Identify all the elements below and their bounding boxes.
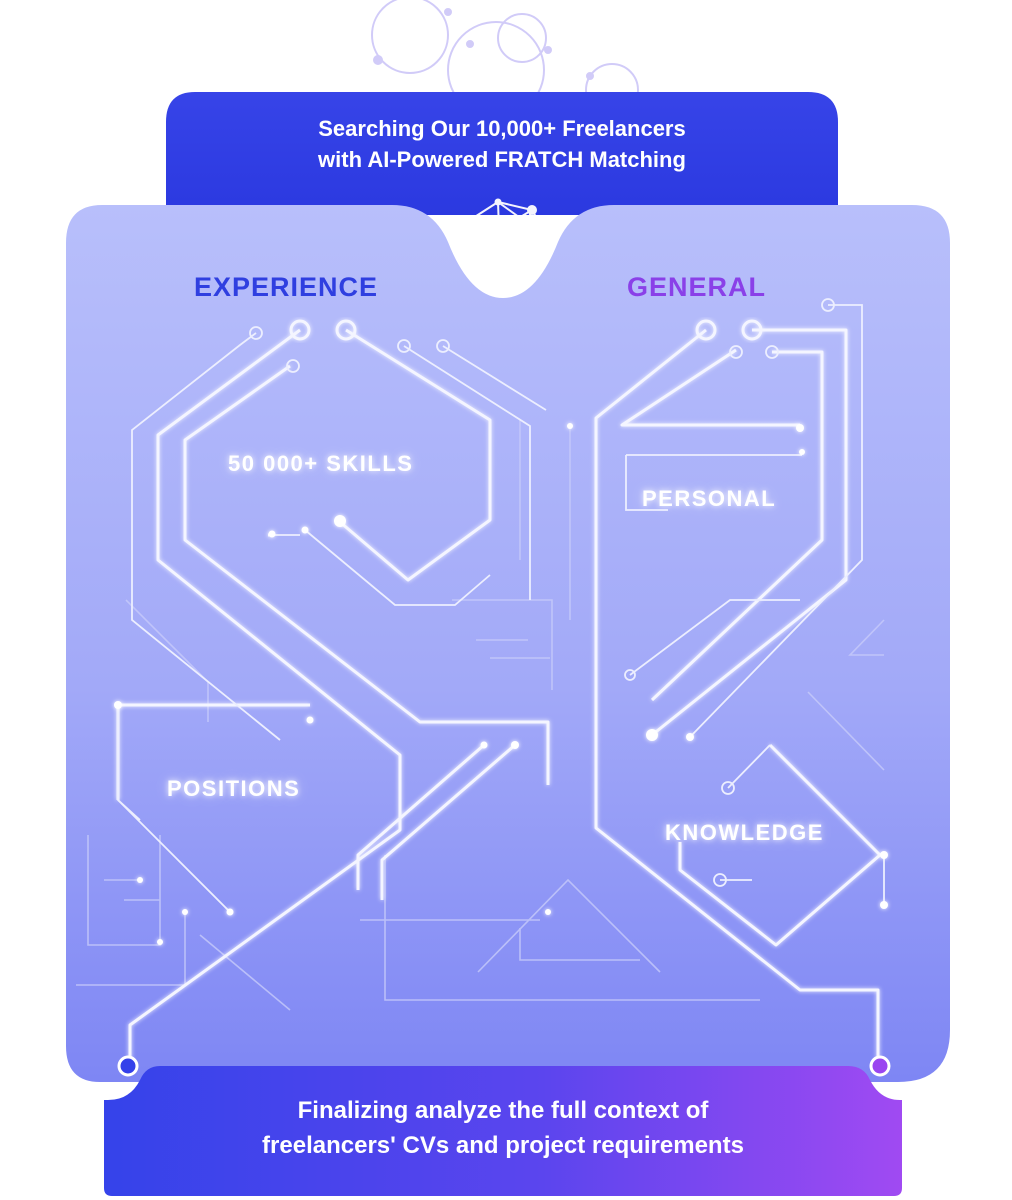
left-connector-dot — [117, 1055, 139, 1077]
circuit-traces — [116, 328, 882, 1066]
node-knowledge: KNOWLEDGE — [665, 820, 824, 845]
bottom-banner-line2: freelancers' CVs and project requirement… — [262, 1131, 744, 1159]
top-banner-shape — [166, 92, 838, 215]
top-banner-line2: with AI-Powered FRATCH Matching — [318, 146, 686, 172]
dot-nodes — [114, 423, 888, 945]
node-personal: PERSONAL — [642, 486, 777, 511]
bottom-banner-shape — [104, 1066, 902, 1196]
right-connector-dot — [869, 1055, 891, 1077]
faint-traces — [76, 420, 885, 1011]
ring-nodes — [289, 319, 763, 341]
ai-network-icon — [466, 198, 551, 262]
top-banner-line1: Searching Our 10,000+ Freelancers — [318, 116, 686, 141]
node-positions: POSITIONS — [167, 776, 301, 801]
category-experience: EXPERIENCE — [194, 272, 379, 302]
main-panel — [66, 205, 950, 1082]
top-banner-text: Searching Our 10,000+ Freelancers with A… — [166, 114, 838, 176]
bottom-banner-text: Finalizing analyze the full context of f… — [104, 1094, 902, 1164]
node-skills: 50 000+ SKILLS — [228, 451, 414, 476]
thin-traces — [117, 304, 885, 913]
category-general: GENERAL — [627, 272, 767, 302]
bottom-banner-line1: Finalizing analyze the full context of — [297, 1097, 709, 1124]
small-ring-nodes — [249, 298, 835, 887]
